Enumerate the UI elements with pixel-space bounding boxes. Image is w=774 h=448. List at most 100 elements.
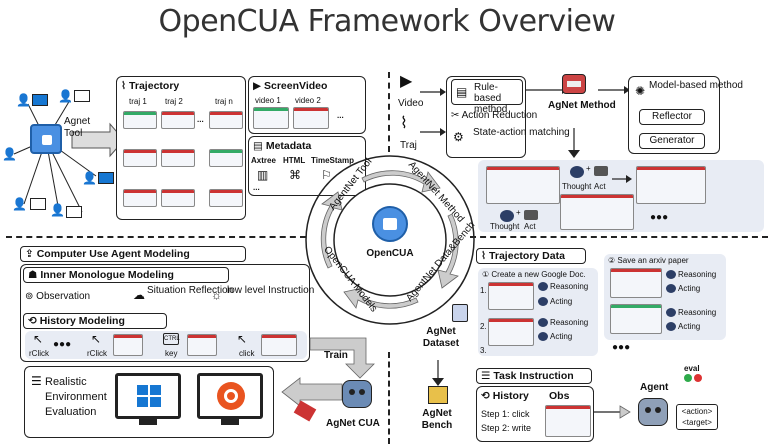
screenshot-thumb bbox=[161, 111, 195, 129]
act-label: Act bbox=[594, 182, 606, 191]
plus-label: + bbox=[586, 164, 591, 173]
seq-action-label: rClick bbox=[29, 349, 49, 358]
screenshot-thumb bbox=[123, 149, 157, 167]
traj-task1-panel: ① Create a new Google Doc. 1. Reasoning … bbox=[478, 268, 598, 356]
screenshot-thumb bbox=[123, 189, 157, 207]
divider-top bbox=[388, 72, 390, 152]
video-label: Video bbox=[398, 98, 424, 109]
step-label: 2. bbox=[480, 322, 487, 331]
screenshot-thumb bbox=[209, 189, 243, 207]
act-label: Act bbox=[524, 222, 536, 231]
action-target-box: <action> <target> bbox=[676, 404, 718, 430]
user-icon: 👤 bbox=[50, 203, 65, 217]
trajectory-icon: ⌇ bbox=[481, 250, 490, 262]
screenvideo-box: ▶ ScreenVideo video 1 video 2 ... bbox=[248, 76, 366, 134]
traj-dots: ●●● bbox=[612, 342, 631, 353]
screenshot-thumb bbox=[486, 166, 560, 204]
trajectory-title: ⌇ Trajectory bbox=[121, 80, 180, 92]
monitor-stand bbox=[139, 419, 157, 425]
seq-dots: ●●● bbox=[53, 339, 72, 350]
task-instruction-title: ☰ Task Instruction bbox=[481, 370, 574, 382]
step-label: 3. bbox=[480, 346, 487, 355]
video-col-label: video 2 bbox=[295, 96, 321, 105]
inner-monologue-title: ☗ Inner Monologue Modeling bbox=[28, 269, 174, 281]
history-title: ⟲ History bbox=[481, 390, 529, 402]
scissors-icon: ✂ bbox=[451, 110, 462, 121]
act-icon bbox=[524, 210, 538, 220]
traj-col-label: traj n bbox=[215, 97, 233, 106]
task1-label: ① Create a new Google Doc. bbox=[482, 270, 586, 279]
agent-robot-icon bbox=[638, 398, 668, 426]
seq-action-label: click bbox=[239, 349, 255, 358]
head-icon: ☗ bbox=[28, 269, 41, 281]
bench-podium-icon bbox=[428, 386, 448, 404]
traj-task2-panel: ② Save an arxiv paper Reasoning Acting R… bbox=[604, 254, 726, 340]
rule-based-method: ▤ Rule-based method bbox=[451, 79, 523, 115]
traj-ellipsis: ... bbox=[197, 115, 204, 124]
acting-icon bbox=[538, 332, 548, 341]
screenshot-thumb bbox=[209, 111, 243, 129]
screenshot-thumb bbox=[113, 334, 143, 356]
screenshot-thumb bbox=[488, 282, 534, 310]
monitor-icon bbox=[32, 94, 48, 106]
video-play-icon: ▶ bbox=[253, 80, 264, 92]
agnet-method-icon bbox=[562, 74, 586, 94]
thought-icon bbox=[570, 166, 584, 178]
agnet-dataset-label: AgNet Dataset bbox=[422, 326, 460, 349]
monitor-stand bbox=[221, 419, 239, 425]
step-label: 1. bbox=[480, 286, 487, 295]
reasoning-label: Reasoning bbox=[678, 270, 717, 279]
document-icon: ▥ bbox=[257, 168, 269, 182]
divider-left bbox=[6, 236, 306, 238]
thought-label: Thought bbox=[490, 222, 520, 231]
tool-label: Agnet Tool bbox=[64, 116, 91, 139]
cursor-icon: ↖ bbox=[91, 332, 102, 346]
divider-right bbox=[470, 236, 768, 238]
keyboard-icon bbox=[293, 400, 317, 422]
history-icon: ⟲ bbox=[28, 315, 40, 327]
history-step: Step 2: write bbox=[481, 423, 532, 433]
metadata-item: Axtree bbox=[251, 156, 276, 165]
divider-bottom bbox=[388, 352, 390, 444]
reasoning-icon bbox=[666, 270, 676, 279]
seq-action-label: key bbox=[165, 349, 178, 358]
rule-based-box: ▤ Rule-based method ✂ Action Reduction S… bbox=[446, 76, 570, 158]
reasoning-icon bbox=[666, 308, 676, 317]
metadata-title: ▤ Metadata bbox=[253, 140, 312, 152]
lightbulb-icon: ☼ bbox=[211, 288, 222, 302]
action-reduction: ✂ Action Reduction bbox=[451, 110, 538, 121]
upload-icon: ⇪ bbox=[25, 248, 37, 260]
dataset-icon bbox=[452, 304, 468, 322]
monitor-icon bbox=[98, 172, 114, 184]
inner-monologue-outer: ☗ Inner Monologue Modeling ⊚ Observation… bbox=[20, 264, 314, 362]
reasoning-label: Reasoning bbox=[678, 308, 717, 317]
traj-label: Traj bbox=[400, 140, 417, 151]
seq-action-label: rClick bbox=[87, 349, 107, 358]
history-icon: ⟲ bbox=[481, 390, 493, 402]
binoculars-icon: ⊚ bbox=[25, 291, 37, 302]
cua-modeling-box: ⇪ Computer Use Agent Modeling bbox=[20, 246, 246, 262]
check-icon bbox=[684, 374, 692, 382]
ubuntu-monitor-icon bbox=[197, 373, 263, 419]
model-based-box: Model-based method ✺ Reflector Generator bbox=[628, 76, 743, 154]
act-icon bbox=[594, 166, 608, 176]
opencua-logo-icon bbox=[372, 206, 408, 242]
task2-label: ② Save an arxiv paper bbox=[608, 256, 689, 265]
video-icon: ▶ bbox=[400, 73, 413, 90]
agnet-method-label: AgNet Method bbox=[548, 100, 616, 111]
acting-icon bbox=[666, 284, 676, 293]
thought-icon bbox=[500, 210, 514, 222]
stamp-icon: ⚐ bbox=[321, 168, 332, 182]
reflector-box: Reflector bbox=[639, 109, 705, 125]
acting-label: Acting bbox=[678, 322, 701, 331]
realistic-env-box: ☰ Realistic Environment Evaluation bbox=[24, 366, 274, 438]
checklist-icon: ☰ bbox=[31, 374, 42, 388]
agnet-cua-robot-icon bbox=[342, 380, 372, 408]
traj-col-label: traj 2 bbox=[165, 97, 183, 106]
windows-monitor-icon bbox=[115, 373, 181, 419]
code-icon: ⌘ bbox=[289, 168, 301, 182]
user-icon: 👤 bbox=[12, 197, 27, 211]
screenvideo-title: ▶ ScreenVideo bbox=[253, 80, 328, 92]
history-step: Step 1: click bbox=[481, 409, 530, 419]
reasoning-label: Reasoning bbox=[550, 318, 589, 327]
